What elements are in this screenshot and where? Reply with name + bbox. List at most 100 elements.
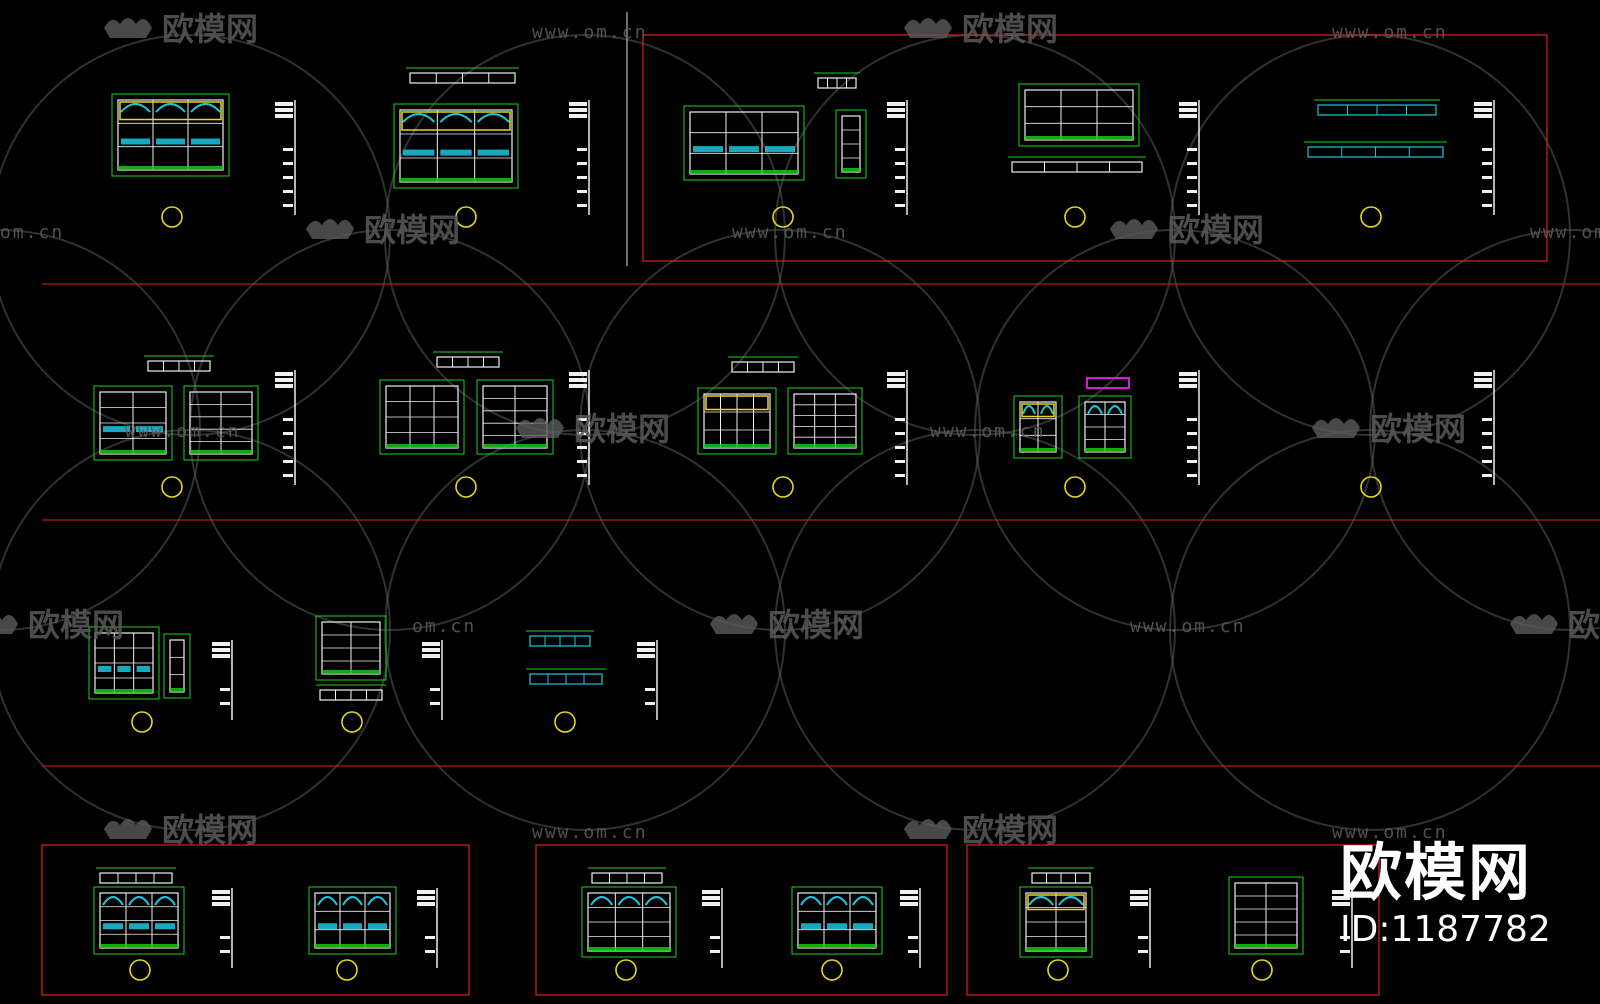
title-entry [1187,190,1197,193]
title-block [422,640,443,720]
title-entry [1187,162,1197,165]
cabinet-elevation [315,615,387,681]
title-entry [430,702,440,705]
title-bar [569,378,587,382]
glass-panel [368,923,387,930]
title-entry [1187,176,1197,179]
title-block [1179,370,1200,485]
watermark-circle [974,229,1376,631]
watermark-circle [579,229,981,631]
glass-panel [403,149,435,156]
cabinet-elevation [93,886,185,955]
title-bar [422,642,440,646]
title-bar [887,384,905,388]
title-bar [569,114,587,118]
arch-detail [1087,405,1103,415]
title-bar [702,902,720,906]
title-entry [283,432,293,435]
watermark-url-text: www.om.cn [732,222,848,243]
title-entry [1482,176,1492,179]
detail-marker [1064,206,1086,228]
glass-panel [801,923,821,930]
title-entry [1482,460,1492,463]
cabinet-elevation [308,886,397,955]
glass-panel [136,426,163,433]
detail-marker [1251,959,1273,981]
title-bar [275,108,293,112]
base-line [386,444,458,448]
sofa-icon [1510,614,1558,634]
detail-marker [821,959,843,981]
title-block [1474,100,1495,215]
cabinet-elevation [379,379,465,455]
title-bar [212,896,230,900]
detail-marker [1064,476,1086,498]
detail-marker [131,711,153,733]
base-line [794,444,856,448]
cabinet-outline [1024,89,1134,141]
title-bar [887,108,905,112]
crown-molding [401,111,511,131]
watermark-logo: 欧模网 [1510,606,1600,644]
watermark-circle [1369,229,1600,631]
arch-detail [439,113,473,123]
title-entry [577,162,587,165]
watermark-logo: 欧模网 [104,811,258,849]
dimension-line [1013,395,1063,459]
glass-panel [693,146,723,153]
title-bar [1332,890,1350,894]
watermark-logo: 欧模网 [104,10,258,48]
title-bar [1474,384,1492,388]
cabinet-elevation [88,626,160,700]
title-entry [1482,474,1492,477]
dimension-line [476,379,554,455]
title-entry [645,702,655,705]
watermark-brand-text: 欧模网 [962,811,1058,849]
title-entry [430,688,440,691]
watermark-logo: 欧模网 [1312,410,1466,448]
base-line [704,444,770,448]
dimension-line [308,886,397,955]
arch-detail [342,896,363,906]
plan-view [728,356,798,373]
title-entry [577,418,587,421]
glass-panel [121,138,150,145]
dimension-line [379,379,465,455]
plan-view [814,72,860,89]
title-entry [220,936,230,939]
brand-stamp: 欧模网 ID:1187782 [1340,838,1590,952]
watermark-brand-text: 欧模网 [962,10,1058,48]
title-bar [1130,902,1148,906]
detail-marker [1360,476,1382,498]
title-bar [1474,372,1492,376]
glass-panel [343,923,362,930]
title-entry [1482,190,1492,193]
title-block [275,370,296,485]
title-block [1332,888,1353,968]
dimension-line [1228,876,1304,955]
title-bar [1130,890,1148,894]
sheet-frame-top [642,34,1548,262]
cabinet-elevation [393,103,519,189]
dimension-line [683,105,805,181]
title-block [1474,370,1495,485]
title-bar [569,108,587,112]
title-entry [710,950,720,953]
title-bar [417,896,435,900]
base-line [322,670,380,674]
arch-detail [617,896,641,906]
watermark-logo: 欧模网 [0,606,124,644]
dimension-line [1078,395,1132,459]
glass-panel [318,923,337,930]
cabinet-elevation [835,109,867,179]
base-line [400,178,512,182]
title-entry [220,702,230,705]
detail-marker [772,476,794,498]
detail-marker [554,711,576,733]
title-bar [569,102,587,106]
cabinet-outline [314,892,391,949]
plan-view [316,684,386,701]
title-bar [1179,384,1197,388]
